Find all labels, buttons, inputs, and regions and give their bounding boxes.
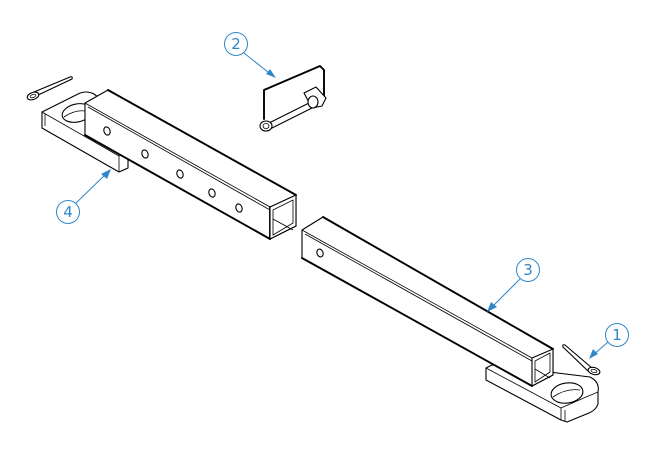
tube-hole — [208, 188, 216, 198]
outer-square-tube — [84, 89, 297, 240]
balloon-2: 2 — [224, 32, 276, 78]
balloon-3-label: 3 — [523, 261, 533, 279]
tube-hole — [176, 169, 184, 179]
left-cotter-pin — [26, 76, 73, 101]
balloon-4: 4 — [56, 169, 111, 224]
balloon-3: 3 — [487, 258, 540, 312]
balloon-2-label: 2 — [231, 35, 241, 53]
tube-hole — [316, 248, 324, 258]
inner-square-tube — [301, 216, 554, 387]
balloon-4-label: 4 — [63, 203, 73, 221]
right-mounting-plate — [485, 364, 599, 423]
tube-hole — [235, 203, 243, 213]
tube-hole — [141, 149, 149, 159]
balloon-1: 1 — [589, 323, 629, 359]
part-3-inner-tube-assembly — [301, 216, 599, 423]
part-1-cotter-pin — [562, 344, 601, 376]
tube-hole — [103, 126, 111, 136]
balloon-1-label: 1 — [612, 326, 622, 344]
part-4-outer-tube-assembly — [41, 89, 297, 240]
part-2-lynch-pin — [259, 65, 327, 132]
